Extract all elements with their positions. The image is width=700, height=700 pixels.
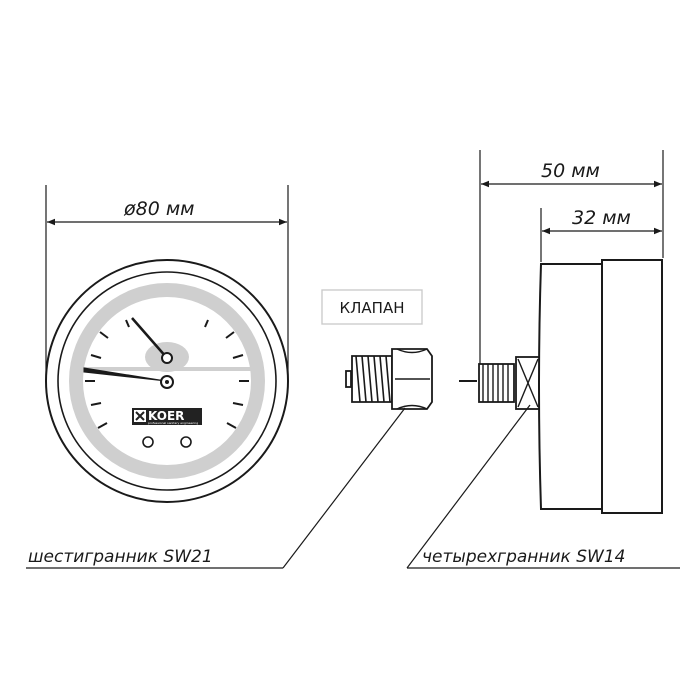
brand-name: KOER — [148, 409, 184, 423]
valve-label-box — [321, 289, 423, 325]
brand-tagline: professional sanitary engineering — [148, 421, 198, 425]
gauge-scale-ticks — [85, 319, 249, 429]
gauge-needles — [83, 317, 174, 389]
gauge-screws — [142, 436, 192, 448]
gauge-brand-plate: KOER professional sanitary engineering — [132, 408, 202, 425]
depth-dimensions — [479, 150, 664, 364]
diameter-label: ø80 мм — [123, 198, 195, 220]
valve-thread — [355, 355, 391, 403]
upper-needle — [131, 317, 168, 359]
callout-leaders — [26, 404, 680, 569]
square-leader — [406, 404, 531, 569]
gauge-inner-ring — [57, 271, 277, 491]
depth-total-label: 50 мм — [541, 160, 600, 182]
side-bezel — [601, 259, 663, 514]
hex-leader — [282, 407, 406, 569]
side-rear-body — [538, 263, 603, 510]
valve-part — [345, 348, 433, 410]
lower-needle — [83, 367, 167, 382]
side-thread — [482, 364, 509, 402]
square-nut-label: четырехгранник SW14 — [422, 547, 625, 567]
hex-nut-label: шестигранник SW21 — [28, 547, 213, 567]
valve-label: КЛАПАН — [339, 299, 404, 317]
depth-body-label: 32 мм — [572, 207, 631, 229]
diameter-dimension — [45, 185, 289, 381]
upper-needle-hub — [161, 352, 173, 364]
gauge-side-view — [459, 259, 663, 514]
gauge-dial-band — [69, 283, 265, 479]
